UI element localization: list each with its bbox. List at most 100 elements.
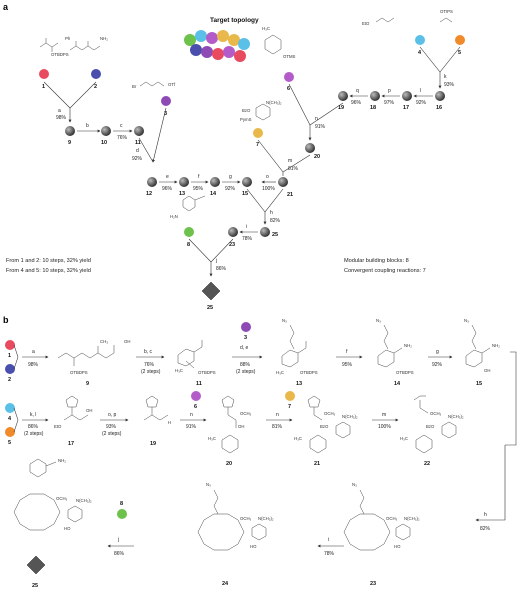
svg-text:o, p: o, p <box>108 412 117 418</box>
compound-24: N₃ OCH₃ N(CH₃)₂ HO 24 <box>197 482 274 587</box>
svg-text:95%: 95% <box>342 362 353 368</box>
svg-text:6: 6 <box>194 404 197 410</box>
svg-text:25: 25 <box>272 232 278 238</box>
compound-13: N₃ H₃C OTBDPS 13 <box>276 318 318 387</box>
target-topology-cluster <box>184 30 250 62</box>
svg-text:k: k <box>444 74 447 80</box>
svg-text:23: 23 <box>229 242 235 248</box>
svg-text:86%: 86% <box>216 266 227 272</box>
svg-text:1: 1 <box>8 353 11 359</box>
svg-text:b: b <box>86 123 89 129</box>
svg-text:15: 15 <box>242 191 248 197</box>
svg-text:N(CH₃)₂: N(CH₃)₂ <box>404 516 420 521</box>
svg-text:l: l <box>420 88 421 94</box>
svg-text:18: 18 <box>370 105 376 111</box>
svg-text:(2 steps): (2 steps) <box>141 369 161 375</box>
svg-text:OCH₃: OCH₃ <box>386 516 398 521</box>
svg-text:OTf: OTf <box>168 82 176 87</box>
svg-text:OCH₃: OCH₃ <box>56 496 68 501</box>
svg-text:13: 13 <box>179 191 185 197</box>
svg-text:OH: OH <box>124 339 130 344</box>
intermediate-21: 21 <box>278 177 293 198</box>
svg-text:o: o <box>266 174 269 180</box>
svg-text:H₃C: H₃C <box>262 26 270 31</box>
intermediate-17: 17 <box>402 91 412 111</box>
svg-text:3: 3 <box>164 111 167 117</box>
svg-text:EtO: EtO <box>362 21 370 26</box>
svg-text:(2 steps): (2 steps) <box>236 369 256 375</box>
svg-text:n: n <box>276 412 279 418</box>
intermediate-19: 19 <box>338 91 348 111</box>
svg-text:HO: HO <box>64 526 71 531</box>
svg-text:95%: 95% <box>193 186 204 192</box>
svg-text:CH₃: CH₃ <box>100 339 108 344</box>
svg-text:d: d <box>136 148 139 154</box>
panel-a-label: a <box>3 2 9 12</box>
compound-20: OCH₃ OH H₃C 20 <box>208 395 252 467</box>
svg-text:13: 13 <box>296 381 302 387</box>
svg-text:81%: 81% <box>272 424 283 430</box>
svg-text:91%: 91% <box>186 424 197 430</box>
svg-text:92%: 92% <box>416 100 427 106</box>
svg-text:OTBDPS: OTBDPS <box>70 370 88 375</box>
svg-text:20: 20 <box>226 461 232 467</box>
svg-text:1: 1 <box>42 84 45 90</box>
svg-text:f: f <box>198 174 200 180</box>
svg-text:98%: 98% <box>56 115 67 121</box>
svg-text:OTBDPS: OTBDPS <box>198 370 216 375</box>
svg-text:10: 10 <box>101 140 107 146</box>
svg-text:25: 25 <box>32 583 38 589</box>
building-block-4: EtO 4 <box>362 17 425 56</box>
svg-text:93%: 93% <box>444 82 455 88</box>
svg-text:j: j <box>117 537 119 543</box>
svg-text:20: 20 <box>314 154 320 160</box>
svg-text:OCH₃: OCH₃ <box>240 411 252 416</box>
svg-text:86%: 86% <box>28 424 39 430</box>
svg-text:NH₂: NH₂ <box>58 458 66 463</box>
svg-text:2: 2 <box>8 377 11 383</box>
building-block-2: Ph NH₂ 2 <box>65 36 108 90</box>
svg-text:g: g <box>436 349 439 355</box>
svg-text:Ph: Ph <box>65 36 71 41</box>
svg-text:78%: 78% <box>324 551 335 557</box>
intermediate-14: 14 <box>210 177 220 197</box>
svg-text:i: i <box>328 537 329 543</box>
svg-text:3: 3 <box>244 335 247 341</box>
svg-text:21: 21 <box>287 192 293 198</box>
svg-text:97%: 97% <box>384 100 395 106</box>
building-block-5: OTIPS 5 <box>439 9 465 56</box>
svg-text:22: 22 <box>424 461 430 467</box>
intermediate-18: 18 <box>370 91 380 111</box>
svg-text:4: 4 <box>418 50 422 56</box>
svg-text:19: 19 <box>150 441 156 447</box>
svg-text:92%: 92% <box>225 186 236 192</box>
svg-text:N(CH₃)₂: N(CH₃)₂ <box>258 516 274 521</box>
compound-19: H 19 <box>143 395 171 447</box>
svg-text:16: 16 <box>436 105 442 111</box>
svg-text:H₂N: H₂N <box>170 214 178 219</box>
svg-text:H₃C: H₃C <box>175 368 183 373</box>
svg-text:OTBDPS: OTBDPS <box>300 370 318 375</box>
svg-text:f: f <box>346 349 348 355</box>
svg-text:12: 12 <box>146 191 152 197</box>
svg-text:14: 14 <box>394 381 401 387</box>
svg-text:7: 7 <box>256 142 259 148</box>
svg-text:p: p <box>388 88 391 94</box>
svg-text:N₃: N₃ <box>206 482 211 487</box>
target-25: 25 <box>201 281 221 311</box>
svg-text:25: 25 <box>207 305 213 311</box>
intermediate-23: 25 <box>260 227 278 238</box>
intermediate-10: 10 <box>101 126 111 146</box>
svg-text:93%: 93% <box>106 424 117 430</box>
intermediate-13: 13 <box>179 177 189 197</box>
svg-text:100%: 100% <box>262 186 275 192</box>
building-block-1: OTBDPS 1 <box>39 38 69 90</box>
svg-text:m: m <box>382 412 386 418</box>
svg-text:EtO: EtO <box>54 424 62 429</box>
svg-text:2: 2 <box>94 84 97 90</box>
svg-text:96%: 96% <box>162 186 173 192</box>
note-left-1: From 1 and 2: 10 steps, 32% yield <box>6 258 91 264</box>
svg-text:98%: 98% <box>28 362 39 368</box>
panel-b-label: b <box>3 315 9 325</box>
compound-21: OCH₃ BzO N(CH₃)₂ H₃C 21 <box>294 395 358 467</box>
